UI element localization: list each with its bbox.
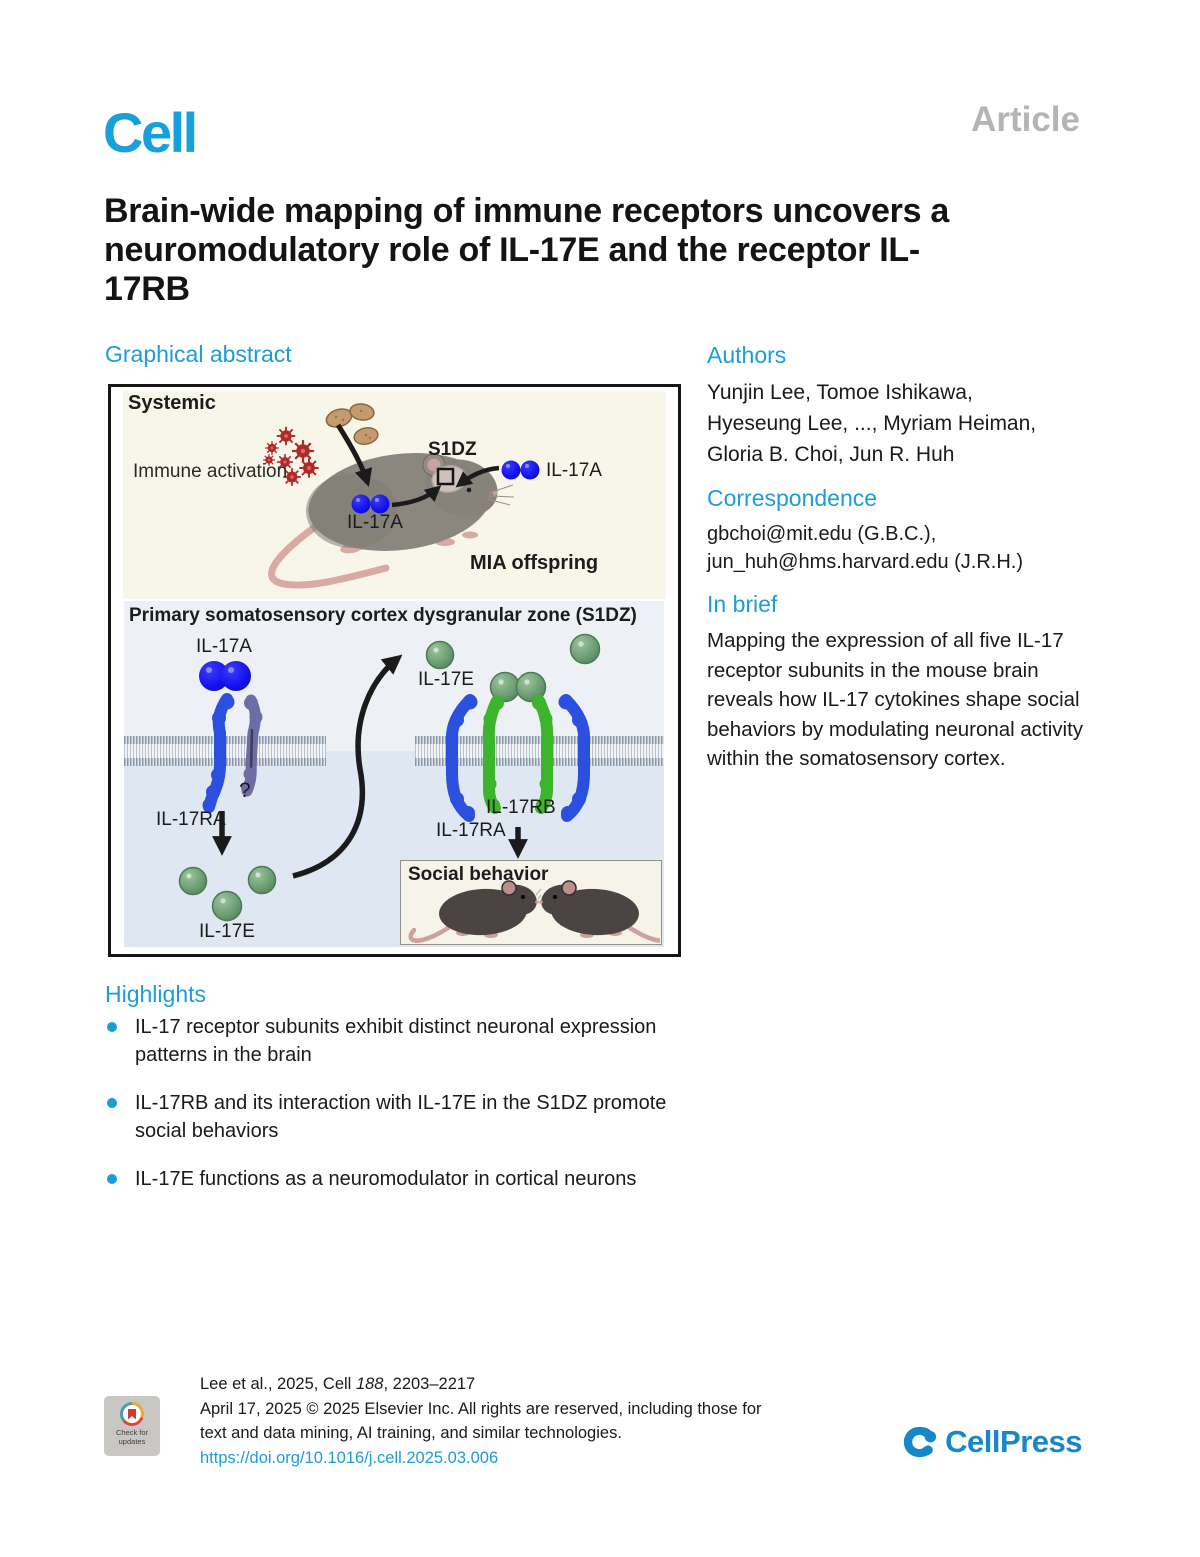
correspondence-email[interactable]: jun_huh@hms.harvard.edu (J.R.H.) — [707, 551, 1023, 573]
check-for-updates-text: Check for updates — [115, 1428, 149, 1446]
cellpress-logo: CellPress — [902, 1424, 1082, 1460]
graphical-abstract-heading: Graphical abstract — [105, 341, 292, 367]
social-behavior-label: Social behavior — [408, 864, 549, 885]
highlights-list: IL-17 receptor subunits exhibit distinct… — [105, 1013, 689, 1213]
article-type-label: Article — [971, 100, 1080, 139]
crossmark-icon — [120, 1402, 144, 1426]
s1dz-label: S1DZ — [428, 439, 477, 460]
immune-activation-label: Immune activation — [133, 461, 288, 482]
bullet-icon — [107, 1174, 117, 1184]
author-list: Yunjin Lee, Tomoe Ishikawa, Hyeseung Lee… — [707, 377, 1036, 470]
bullet-icon — [107, 1022, 117, 1032]
il17e-released-label: IL-17E — [199, 921, 255, 942]
rights-line-1: April 17, 2025 © 2025 Elsevier Inc. All … — [200, 1399, 762, 1418]
footer-citation-block: Lee et al., 2025, Cell 188, 2203–2217 Ap… — [200, 1372, 762, 1470]
systemic-panel-label: Systemic — [128, 392, 216, 414]
rights-line-2: text and data mining, AI training, and s… — [200, 1424, 622, 1442]
correspondence-heading: Correspondence — [707, 485, 878, 511]
authors-heading: Authors — [707, 342, 787, 368]
title-line-1: Brain-wide mapping of immune receptors u… — [104, 192, 949, 230]
cell-membrane-left — [124, 736, 326, 766]
in-brief-heading: In brief — [707, 591, 778, 617]
il17a-systemic-label: IL-17A — [546, 460, 602, 481]
il17a-body-label: IL-17A — [347, 512, 403, 533]
author-line: Hyeseung Lee, ..., Myriam Heiman, — [707, 412, 1037, 435]
cell-membrane-right — [415, 736, 664, 766]
check-for-updates-badge[interactable]: Check for updates — [104, 1396, 160, 1456]
title-line-2: neuromodulatory role of IL-17E and the r… — [104, 231, 920, 269]
highlight-item: IL-17E functions as a neuromodulator in … — [105, 1165, 689, 1193]
unknown-receptor-label: ? — [239, 779, 251, 802]
highlight-text: IL-17E functions as a neuromodulator in … — [135, 1168, 637, 1190]
highlight-text: IL-17RB and its interaction with IL-17E … — [135, 1092, 667, 1142]
s1dz-panel-title: Primary somatosensory cortex dysgranular… — [129, 605, 637, 626]
citation-line: Lee et al., 2025, Cell 188, 2203–2217 — [200, 1375, 476, 1393]
highlight-text: IL-17 receptor subunits exhibit distinct… — [135, 1016, 657, 1066]
author-line: Gloria B. Choi, Jun R. Huh — [707, 443, 955, 466]
highlight-item: IL-17RB and its interaction with IL-17E … — [105, 1089, 689, 1145]
il17ra-right-label: IL-17RA — [436, 820, 506, 841]
il17ra-left-label: IL-17RA — [156, 809, 226, 830]
in-brief-text: Mapping the expression of all five IL-17… — [707, 629, 1084, 770]
cell-journal-logo: Cell — [103, 101, 198, 164]
paper-title: Brain-wide mapping of immune receptors u… — [104, 192, 949, 309]
cellpress-icon — [904, 1426, 937, 1458]
doi-link[interactable]: https://doi.org/10.1016/j.cell.2025.03.0… — [200, 1448, 499, 1467]
author-line: Yunjin Lee, Tomoe Ishikawa, — [707, 381, 973, 404]
title-line-3: 17RB — [104, 270, 190, 308]
il17a-cytokine-label: IL-17A — [196, 636, 252, 657]
il17e-top-label: IL-17E — [418, 669, 474, 690]
correspondence-email[interactable]: gbchoi@mit.edu (G.B.C.), — [707, 523, 937, 545]
il17rb-label: IL-17RB — [486, 797, 556, 818]
highlight-item: IL-17 receptor subunits exhibit distinct… — [105, 1013, 689, 1069]
cellpress-wordmark: CellPress — [945, 1424, 1082, 1459]
bullet-icon — [107, 1098, 117, 1108]
highlights-heading: Highlights — [105, 981, 206, 1007]
correspondence-emails: gbchoi@mit.edu (G.B.C.), jun_huh@hms.har… — [707, 520, 1023, 576]
mia-offspring-label: MIA offspring — [470, 552, 599, 574]
graphical-abstract-figure: Systemic Immune activation S1DZ IL-17A I… — [108, 384, 681, 957]
